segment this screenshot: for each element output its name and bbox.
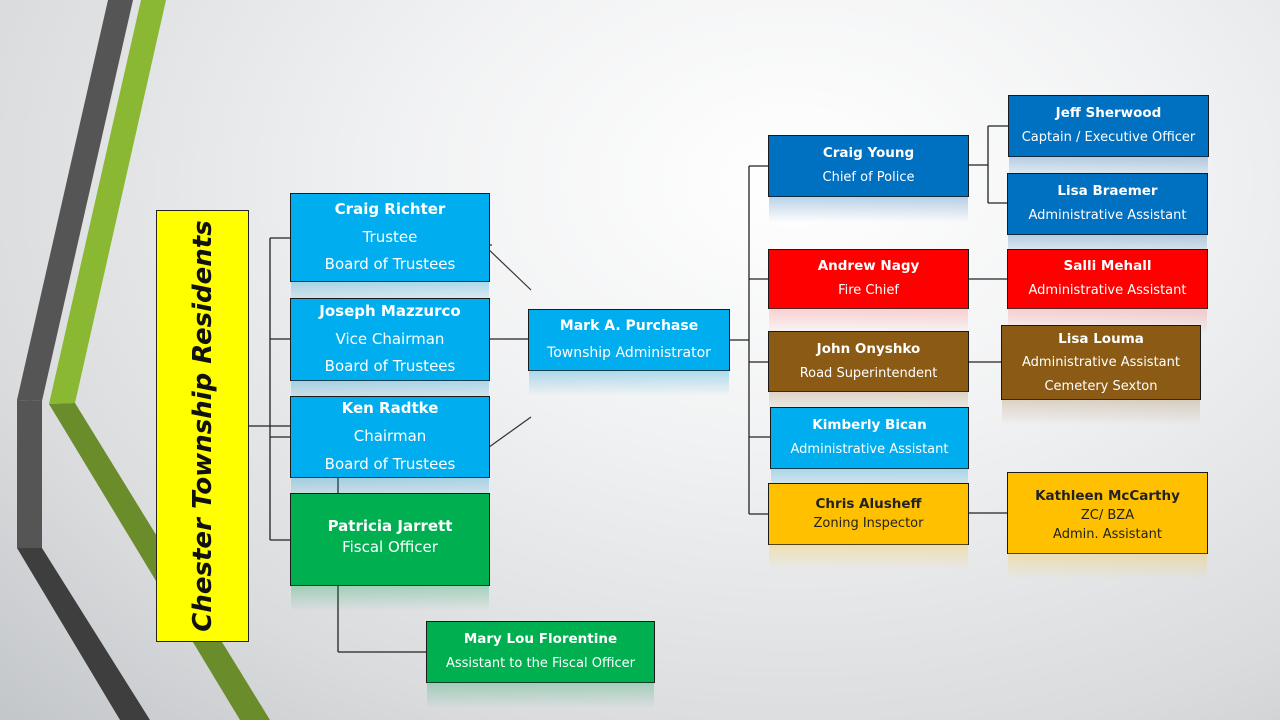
person-name: John Onyshko: [816, 340, 921, 357]
person-title: Administrative Assistant: [1022, 355, 1180, 371]
person-body: Board of Trustees: [324, 357, 456, 376]
person-name: Ken Radtke: [341, 399, 439, 418]
person-title: Administrative Assistant: [1028, 208, 1187, 224]
road-superintendent-box[interactable]: John Onyshko Road Superintendent: [768, 331, 969, 417]
person-body: Board of Trustees: [324, 454, 456, 473]
person-name: Mary Lou Florentine: [463, 631, 618, 648]
person-name: Craig Richter: [334, 199, 446, 218]
police-chief-box[interactable]: Craig Young Chief of Police: [768, 135, 969, 222]
person-name: Lisa Louma: [1058, 330, 1144, 347]
person-title: Administrative Assistant: [790, 442, 949, 458]
person-title: ZC/ BZA: [1080, 507, 1135, 523]
zoning-assistant-box[interactable]: Kathleen McCarthy ZC/ BZA Admin. Assista…: [1007, 472, 1208, 579]
residents-box: Chester Township Residents: [156, 210, 249, 642]
trustee-box-joseph-mazzurco[interactable]: Joseph Mazzurco Vice Chairman Board of T…: [290, 298, 490, 406]
person-title: Road Superintendent: [799, 365, 938, 381]
administrator-box[interactable]: Mark A. Purchase Township Administrator: [528, 309, 730, 396]
person-title: Fire Chief: [838, 283, 899, 299]
person-name: Andrew Nagy: [817, 258, 920, 275]
person-title: Captain / Executive Officer: [1021, 130, 1196, 146]
person-title: Trustee: [362, 227, 418, 246]
trustee-box-craig-richter[interactable]: Craig Richter Trustee Board of Trustees: [290, 193, 490, 307]
police-captain-box[interactable]: Jeff Sherwood Captain / Executive Office…: [1008, 95, 1209, 182]
person-name: Jeff Sherwood: [1055, 105, 1162, 122]
fiscal-assistant-box[interactable]: Mary Lou Florentine Assistant to the Fis…: [426, 621, 655, 708]
person-title-secondary: Admin. Assistant: [1053, 526, 1162, 542]
person-body: Board of Trustees: [324, 255, 456, 274]
person-name: Lisa Braemer: [1057, 183, 1158, 200]
fiscal-officer-box[interactable]: Patricia Jarrett Fiscal Officer: [290, 493, 490, 611]
person-title-secondary: Cemetery Sexton: [1044, 378, 1158, 394]
person-name: Kimberly Bican: [812, 417, 927, 434]
fire-chief-box[interactable]: Andrew Nagy Fire Chief: [768, 249, 969, 334]
zoning-inspector-box[interactable]: Chris Alusheff Zoning Inspector: [768, 483, 969, 570]
person-name: Mark A. Purchase: [559, 318, 699, 335]
person-title: Chairman: [353, 427, 427, 446]
person-title: Fiscal Officer: [342, 538, 438, 556]
person-name: Patricia Jarrett: [327, 517, 453, 535]
residents-label: Chester Township Residents: [187, 220, 218, 632]
person-name: Kathleen McCarthy: [1035, 488, 1180, 505]
person-title: Zoning Inspector: [813, 516, 924, 532]
person-name: Salli Mehall: [1063, 258, 1152, 275]
person-title: Township Administrator: [547, 345, 711, 361]
connector-lines: [249, 125, 1008, 653]
person-title: Assistant to the Fiscal Officer: [445, 656, 636, 672]
fire-assistant-box[interactable]: Salli Mehall Administrative Assistant: [1007, 249, 1208, 334]
person-title: Administrative Assistant: [1028, 283, 1187, 299]
road-assistant-box[interactable]: Lisa Louma Administrative Assistant Ceme…: [1001, 325, 1201, 425]
person-name: Craig Young: [822, 145, 915, 162]
person-title: Vice Chairman: [335, 329, 445, 348]
trustee-box-ken-radtke[interactable]: Ken Radtke Chairman Board of Trustees: [290, 396, 490, 503]
police-assistant-box[interactable]: Lisa Braemer Administrative Assistant: [1007, 173, 1208, 260]
person-title: Chief of Police: [822, 170, 915, 186]
admin-assistant-box[interactable]: Kimberly Bican Administrative Assistant: [770, 407, 969, 494]
person-name: Chris Alusheff: [815, 496, 922, 512]
person-name: Joseph Mazzurco: [319, 301, 461, 320]
